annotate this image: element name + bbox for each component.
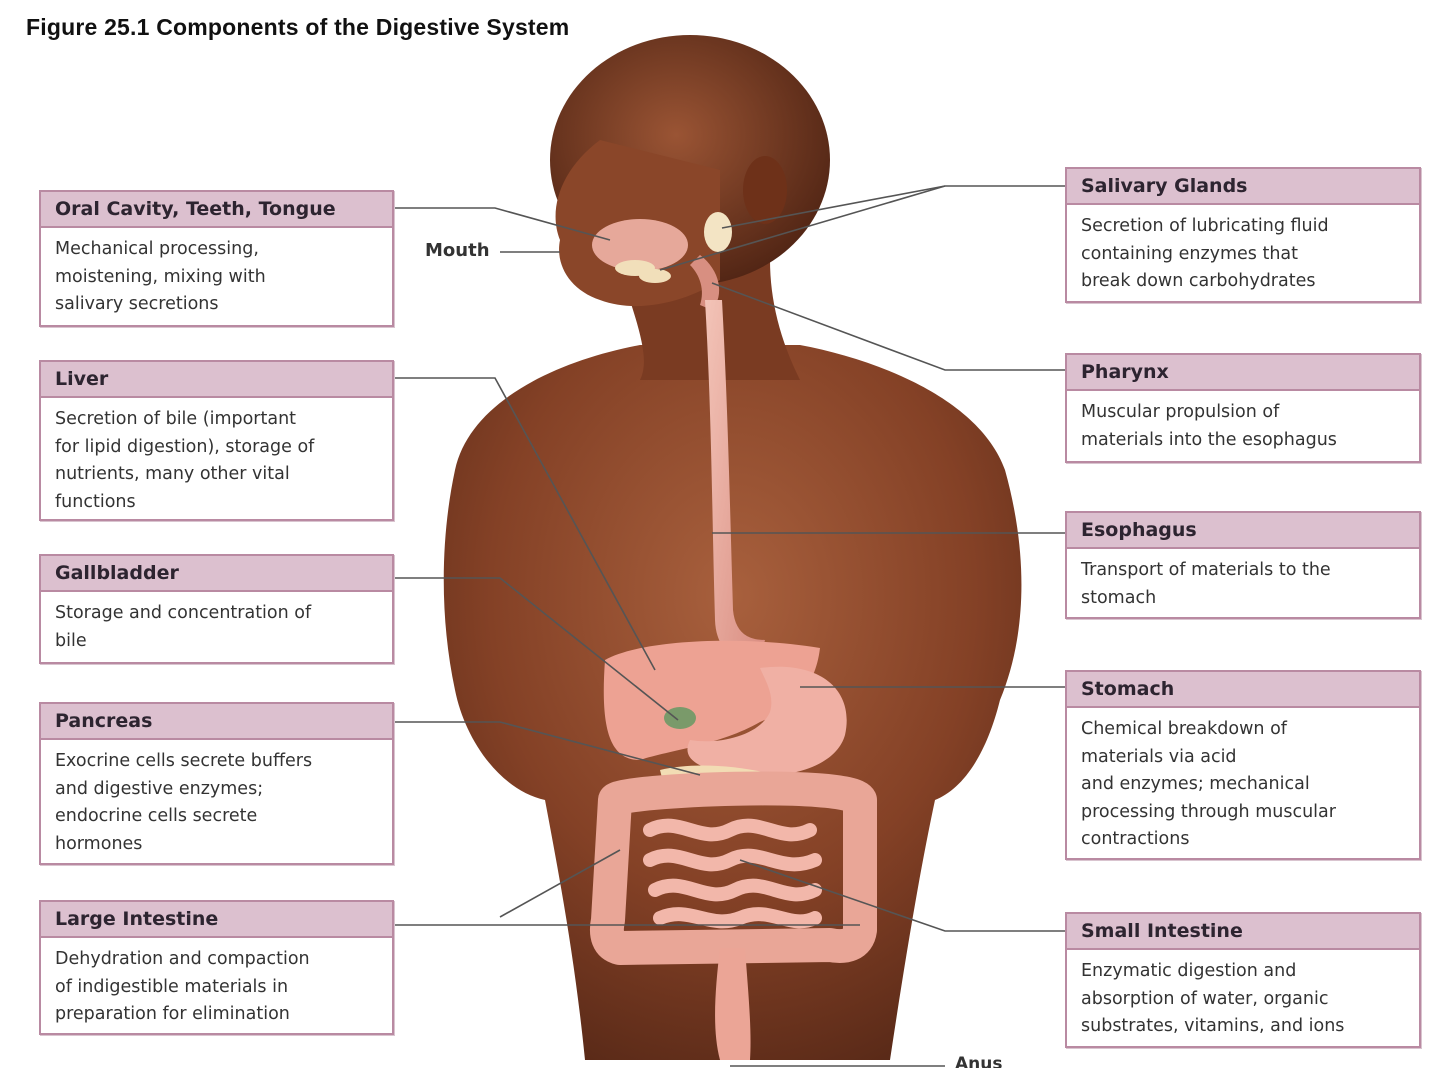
card-body: Muscular propulsion of materials into th… bbox=[1067, 391, 1419, 460]
card-title: Gallbladder bbox=[41, 556, 392, 592]
card-pancreas: Pancreas Exocrine cells secrete buffers … bbox=[39, 702, 394, 865]
card-gallbladder: Gallbladder Storage and concentration of… bbox=[39, 554, 394, 664]
card-line: absorption of water, organic bbox=[1081, 988, 1329, 1009]
card-large-intestine: Large Intestine Dehydration and compacti… bbox=[39, 900, 394, 1035]
card-line: Transport of materials to the bbox=[1081, 560, 1331, 580]
card-line: processing through muscular bbox=[1081, 801, 1336, 822]
salivary-gland bbox=[704, 212, 732, 252]
card-line: Enzymatic digestion and bbox=[1081, 961, 1297, 981]
card-line: break down carbohydrates bbox=[1081, 271, 1316, 291]
card-title: Stomach bbox=[1067, 672, 1419, 708]
card-line: Dehydration and compaction bbox=[55, 949, 310, 969]
card-body: Enzymatic digestion and absorption of wa… bbox=[1067, 950, 1419, 1047]
card-line: Mechanical processing, bbox=[55, 239, 259, 259]
oral-cavity bbox=[592, 219, 688, 271]
esophagus bbox=[705, 300, 765, 661]
card-liver: Liver Secretion of bile (important for l… bbox=[39, 360, 394, 521]
card-body: Dehydration and compaction of indigestib… bbox=[41, 938, 392, 1035]
card-body: Storage and concentration of bile bbox=[41, 592, 392, 661]
small-intestine bbox=[643, 818, 822, 929]
card-body: Secretion of lubricating fluid containin… bbox=[1067, 205, 1419, 302]
card-esophagus: Esophagus Transport of materials to the … bbox=[1065, 511, 1421, 619]
card-line: containing enzymes that bbox=[1081, 243, 1299, 264]
card-line: stomach bbox=[1081, 587, 1157, 608]
card-title: Pharynx bbox=[1067, 355, 1419, 391]
anus-label: Anus bbox=[955, 1054, 1003, 1068]
leader-lines bbox=[393, 185, 1065, 1067]
card-line: materials via acid bbox=[1081, 746, 1237, 767]
large-intestine bbox=[589, 771, 877, 965]
card-title: Oral Cavity, Teeth, Tongue bbox=[41, 192, 392, 228]
card-line: Exocrine cells secrete buffers bbox=[55, 751, 313, 771]
card-oral-cavity: Oral Cavity, Teeth, Tongue Mechanical pr… bbox=[39, 190, 394, 327]
figure-title: Figure 25.1 Components of the Digestive … bbox=[26, 14, 570, 40]
card-title: Liver bbox=[41, 362, 392, 398]
card-line: bile bbox=[55, 630, 87, 651]
card-line: hormones bbox=[55, 833, 143, 854]
card-body: Chemical breakdown of materials via acid… bbox=[1067, 708, 1419, 860]
card-salivary-glands: Salivary Glands Secretion of lubricating… bbox=[1065, 167, 1421, 303]
card-title: Pancreas bbox=[41, 704, 392, 740]
ear bbox=[743, 156, 787, 224]
card-line: Secretion of lubricating fluid bbox=[1081, 216, 1329, 236]
card-body: Transport of materials to the stomach bbox=[1067, 549, 1419, 618]
card-line: and enzymes; mechanical bbox=[1081, 774, 1310, 794]
card-line: Secretion of bile (important bbox=[55, 409, 297, 429]
card-title: Esophagus bbox=[1067, 513, 1419, 549]
card-line: substrates, vitamins, and ions bbox=[1081, 1016, 1345, 1036]
card-small-intestine: Small Intestine Enzymatic digestion and … bbox=[1065, 912, 1421, 1048]
pharynx bbox=[690, 255, 720, 310]
card-title: Salivary Glands bbox=[1067, 169, 1419, 205]
card-line: materials into the esophagus bbox=[1081, 429, 1337, 450]
stomach bbox=[687, 666, 847, 777]
card-title: Small Intestine bbox=[1067, 914, 1419, 950]
card-body: Mechanical processing, moistening, mixin… bbox=[41, 228, 392, 325]
card-line: and digestive enzymes; bbox=[55, 778, 264, 799]
card-line: of indigestible materials in bbox=[55, 976, 289, 997]
card-line: functions bbox=[55, 491, 136, 512]
card-line: Storage and concentration of bbox=[55, 603, 312, 623]
card-pharynx: Pharynx Muscular propulsion of materials… bbox=[1065, 353, 1421, 463]
card-line: salivary secretions bbox=[55, 294, 219, 314]
card-line: preparation for elimination bbox=[55, 1004, 290, 1024]
rectum bbox=[715, 948, 751, 1060]
card-title: Large Intestine bbox=[41, 902, 392, 938]
card-line: nutrients, many other vital bbox=[55, 464, 290, 484]
mouth-label: Mouth bbox=[425, 240, 490, 261]
card-line: contractions bbox=[1081, 829, 1190, 849]
card-line: for lipid digestion), storage of bbox=[55, 436, 315, 457]
card-body: Exocrine cells secrete buffers and diges… bbox=[41, 740, 392, 864]
card-stomach: Stomach Chemical breakdown of materials … bbox=[1065, 670, 1421, 860]
card-line: Chemical breakdown of bbox=[1081, 719, 1287, 739]
card-line: moistening, mixing with bbox=[55, 266, 266, 287]
card-body: Secretion of bile (important for lipid d… bbox=[41, 398, 392, 522]
gallbladder bbox=[664, 707, 696, 729]
card-line: endocrine cells secrete bbox=[55, 806, 258, 826]
card-line: Muscular propulsion of bbox=[1081, 402, 1280, 422]
